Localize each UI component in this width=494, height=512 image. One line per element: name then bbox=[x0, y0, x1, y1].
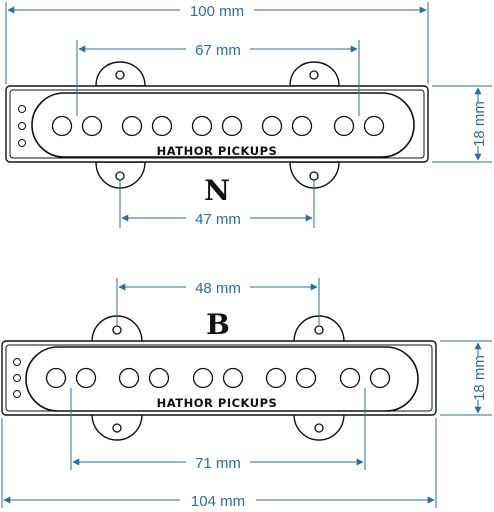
bridge-pickup: HATHOR PICKUPS B bbox=[1, 308, 437, 441]
neck-width-label: 100 mm bbox=[190, 3, 244, 20]
bridge-height-label: 18 mm bbox=[471, 355, 488, 401]
neck-mount-hole bbox=[115, 171, 125, 181]
bridge-pole bbox=[118, 367, 140, 389]
bridge-dimensions bbox=[1, 278, 492, 508]
bridge-pole bbox=[75, 367, 97, 389]
bridge-mount-hole bbox=[112, 325, 122, 335]
neck-pole bbox=[333, 115, 355, 137]
bridge-pole bbox=[265, 367, 287, 389]
neck-pole bbox=[221, 115, 243, 137]
bridge-mount-hole bbox=[314, 325, 324, 335]
bridge-pole bbox=[45, 367, 67, 389]
neck-width-label-bg bbox=[180, 2, 254, 18]
neck-pole bbox=[151, 115, 173, 137]
neck-mount-hole bbox=[309, 70, 319, 80]
bridge-pole bbox=[222, 367, 244, 389]
bridge-brand-label: HATHOR PICKUPS bbox=[157, 396, 278, 410]
bridge-mount-spacing-label: 48 mm bbox=[195, 280, 241, 297]
bridge-side-screw bbox=[13, 374, 21, 382]
bridge-poles bbox=[45, 367, 391, 389]
bridge-pole bbox=[339, 367, 361, 389]
neck-base-plate-inner bbox=[9, 89, 425, 159]
bridge-cover bbox=[25, 346, 419, 412]
bridge-width-label: 104 mm bbox=[191, 493, 245, 510]
neck-mount-hole bbox=[309, 171, 319, 181]
neck-pole-spacing-label: 67 mm bbox=[195, 42, 241, 59]
bridge-pole bbox=[192, 367, 214, 389]
bridge-side-screw bbox=[13, 390, 21, 398]
bridge-side-screw bbox=[13, 358, 21, 366]
neck-pole bbox=[291, 115, 313, 137]
bridge-pole-spacing-label: 71 mm bbox=[195, 455, 241, 472]
neck-mount-spacing-label: 47 mm bbox=[195, 211, 241, 228]
bridge-mount-hole bbox=[112, 423, 122, 433]
neck-height-label-bg bbox=[472, 102, 486, 146]
neck-poles bbox=[51, 115, 385, 137]
neck-pole bbox=[261, 115, 283, 137]
neck-pole bbox=[121, 115, 143, 137]
neck-side-screw bbox=[18, 122, 26, 130]
bridge-mount-hole bbox=[314, 423, 324, 433]
bridge-position-label: B bbox=[206, 308, 230, 341]
neck-pole bbox=[363, 115, 385, 137]
neck-position-label: N bbox=[204, 174, 230, 207]
neck-pickup: HATHOR PICKUPS N bbox=[5, 61, 429, 207]
neck-height-label: 18 mm bbox=[471, 101, 488, 147]
neck-pole bbox=[51, 115, 73, 137]
neck-mount-hole bbox=[115, 70, 125, 80]
neck-dimensions bbox=[5, 2, 492, 228]
bridge-pole bbox=[148, 367, 170, 389]
neck-pole bbox=[81, 115, 103, 137]
neck-side-screw bbox=[18, 139, 26, 147]
bridge-height-label-bg bbox=[472, 356, 486, 400]
bridge-pole bbox=[295, 367, 317, 389]
neck-side-screw bbox=[18, 105, 26, 113]
bridge-pole bbox=[369, 367, 391, 389]
neck-pole bbox=[191, 115, 213, 137]
neck-brand-label: HATHOR PICKUPS bbox=[157, 144, 278, 158]
